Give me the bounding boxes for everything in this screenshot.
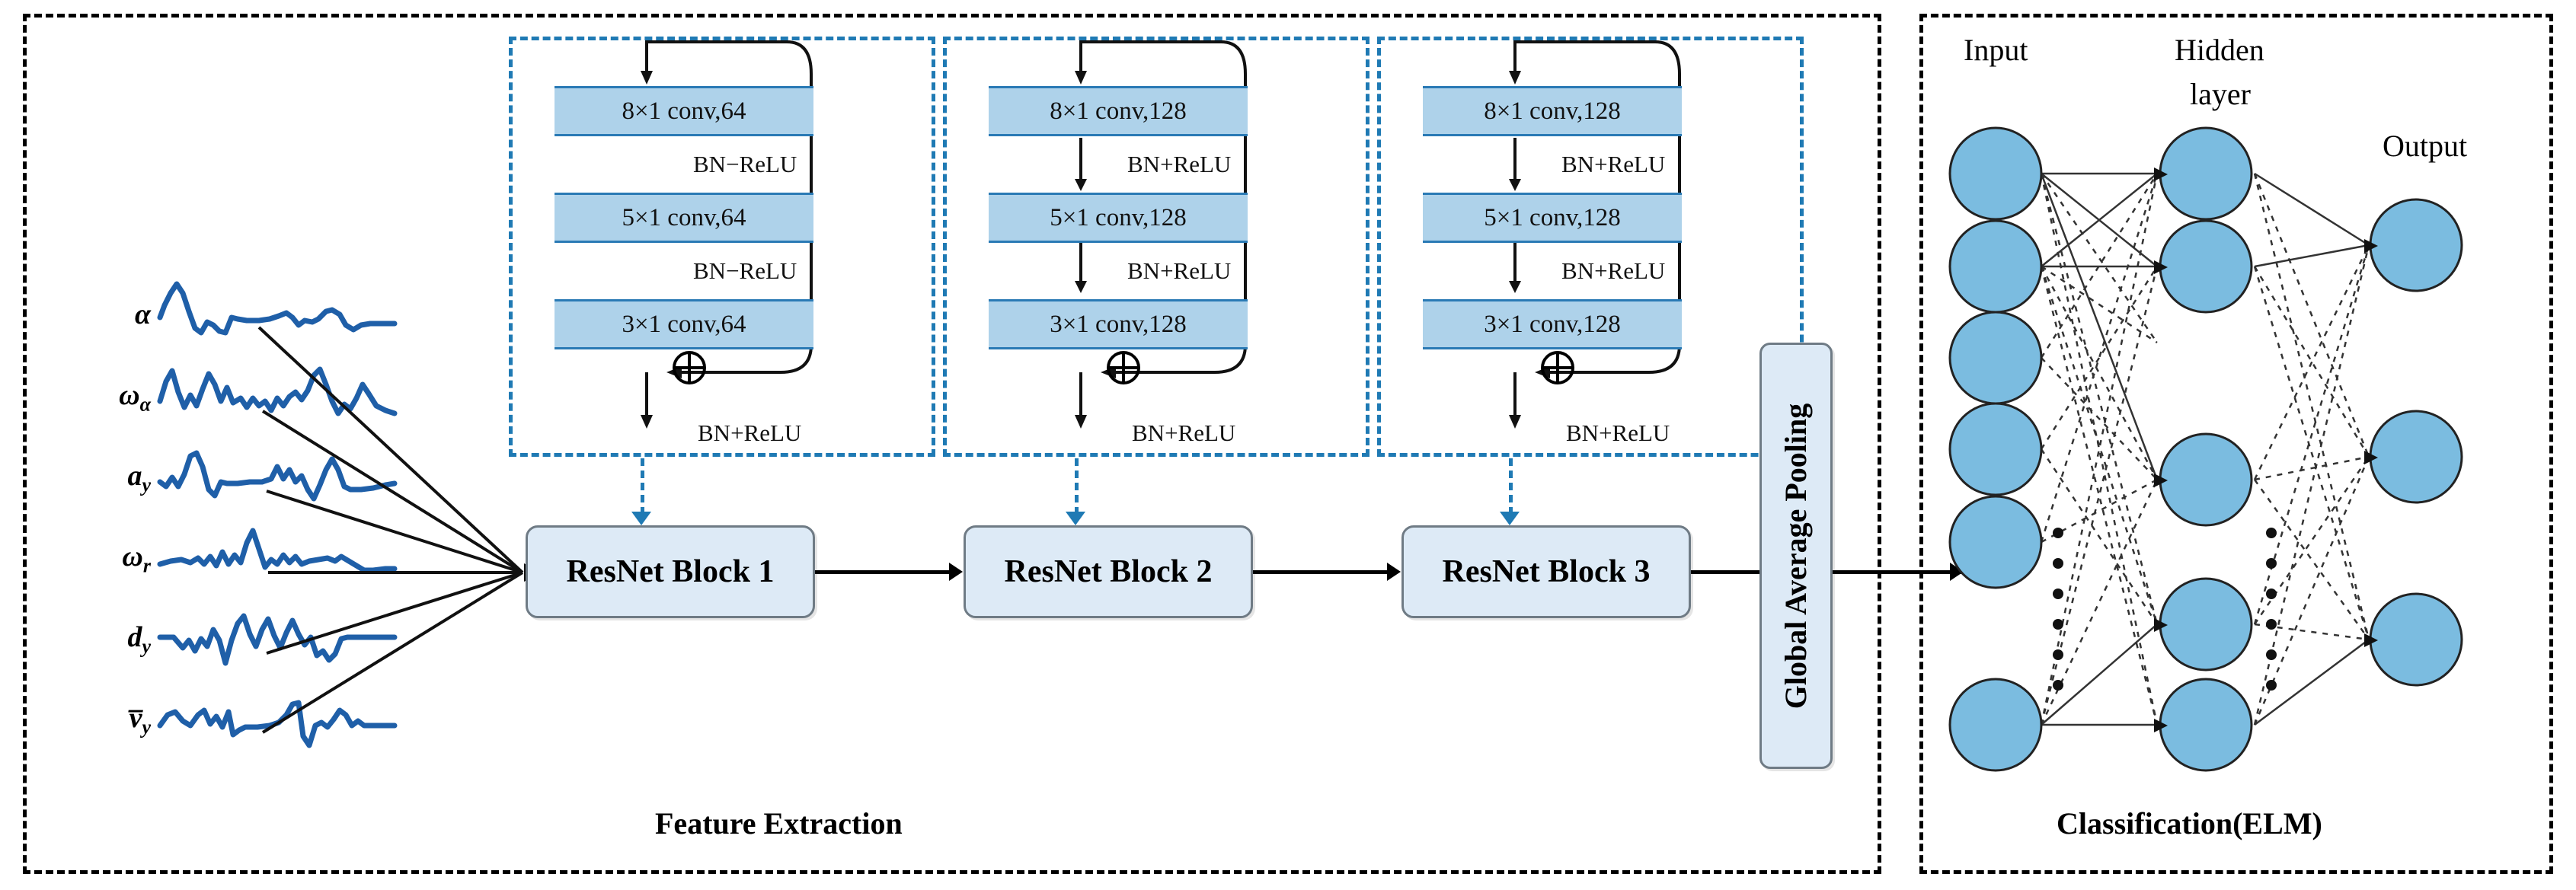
bn-label-2: BN+ReLU bbox=[1127, 257, 1232, 284]
elm-input-label: Input bbox=[1964, 33, 2028, 67]
signal-label-omega-alpha: ωα bbox=[91, 378, 151, 416]
waveform-alpha bbox=[157, 281, 398, 336]
signal-symbol: α bbox=[134, 298, 151, 330]
signal-row-v-bar-y: v̅y bbox=[91, 681, 419, 762]
waveform-omega-alpha bbox=[157, 366, 398, 416]
arrow-block1-to-block2 bbox=[815, 570, 951, 574]
feature-extraction-caption: Feature Extraction bbox=[655, 806, 903, 841]
conv-box-3x1: 3×1 conv,64 bbox=[555, 299, 813, 349]
resnet-detail-group: 8×1 conv,64 BN−ReLU 5×1 conv,64 BN−ReLU … bbox=[509, 37, 1804, 457]
elm-output-label: Output bbox=[2383, 129, 2468, 163]
classification-caption: Classification(ELM) bbox=[2057, 806, 2322, 841]
resnet-block-2-node[interactable]: ResNet Block 2 bbox=[964, 525, 1253, 618]
signal-subscript: r bbox=[142, 554, 151, 577]
conv-box-8x1: 8×1 conv,64 bbox=[555, 86, 813, 136]
global-average-pooling-box[interactable]: Global Average Pooling bbox=[1759, 343, 1833, 769]
signal-symbol: v̅ bbox=[129, 702, 142, 734]
resnet-block-1-detail: 8×1 conv,64 BN−ReLU 5×1 conv,64 BN−ReLU … bbox=[509, 37, 935, 457]
block2-conv-column: 8×1 conv,128 BN+ReLU 5×1 conv,128 BN+ReL… bbox=[989, 86, 1248, 464]
conv-box-3x1: 3×1 conv,128 bbox=[1423, 299, 1682, 349]
conv-box-5x1: 5×1 conv,128 bbox=[989, 193, 1248, 243]
plus-circle-icon bbox=[1107, 351, 1140, 384]
arrow-block3-to-pooling bbox=[1691, 570, 1761, 574]
bn-label-out: BN+ReLU bbox=[1132, 419, 1236, 446]
conv-box-3x1: 3×1 conv,128 bbox=[989, 299, 1248, 349]
detail-to-block1-connector bbox=[641, 458, 644, 515]
resnet-block-3-detail: 8×1 conv,128 BN+ReLU 5×1 conv,128 BN+ReL… bbox=[1377, 37, 1804, 457]
bn-label-out: BN+ReLU bbox=[1566, 419, 1670, 446]
residual-add-row bbox=[555, 349, 813, 403]
bn-label-out: BN+ReLU bbox=[698, 419, 802, 446]
classification-panel bbox=[1919, 14, 2553, 874]
detail-to-block1-arrow bbox=[631, 512, 651, 525]
signal-subscript: α bbox=[139, 393, 151, 416]
block3-conv-column: 8×1 conv,128 BN+ReLU 5×1 conv,128 BN+ReL… bbox=[1423, 86, 1682, 464]
detail-to-block2-arrow bbox=[1066, 512, 1085, 525]
signal-label-omega-r: ωr bbox=[91, 540, 151, 578]
signal-subscript: y bbox=[142, 635, 151, 658]
conv-box-8x1: 8×1 conv,128 bbox=[989, 86, 1248, 136]
conv-box-5x1: 5×1 conv,128 bbox=[1423, 193, 1682, 243]
conv-box-5x1: 5×1 conv,64 bbox=[555, 193, 813, 243]
waveform-d-y bbox=[157, 613, 398, 666]
signal-row-omega-alpha: ωα bbox=[91, 359, 419, 439]
bn-label-2: BN+ReLU bbox=[1561, 257, 1666, 284]
detail-to-block2-connector bbox=[1075, 458, 1079, 515]
arrowhead-elm bbox=[1950, 563, 1964, 581]
bn-label-1: BN−ReLU bbox=[693, 151, 797, 177]
bn-label-2: BN−ReLU bbox=[693, 257, 797, 284]
signal-row-alpha: α bbox=[91, 278, 419, 359]
waveform-a-y bbox=[157, 450, 398, 502]
signal-row-a-y: ay bbox=[91, 439, 419, 520]
signal-symbol: d bbox=[127, 621, 142, 653]
input-signals-group: α ωα ay ωr bbox=[91, 278, 419, 765]
bn-label-1: BN+ReLU bbox=[1127, 151, 1232, 177]
residual-add-row bbox=[1423, 349, 1682, 403]
arrow-block2-to-block3 bbox=[1253, 570, 1389, 574]
waveform-omega-r bbox=[157, 528, 398, 573]
detail-to-block3-connector bbox=[1509, 458, 1513, 515]
global-average-pooling-label: Global Average Pooling bbox=[1779, 403, 1814, 709]
bn-label-1: BN+ReLU bbox=[1561, 151, 1666, 177]
signal-symbol: ω bbox=[122, 541, 143, 573]
signal-subscript: y bbox=[142, 716, 151, 738]
signal-subscript: y bbox=[142, 474, 151, 496]
elm-hidden-label-line1: Hidden bbox=[2175, 33, 2264, 67]
block1-conv-column: 8×1 conv,64 BN−ReLU 5×1 conv,64 BN−ReLU … bbox=[555, 86, 813, 464]
signal-label-a-y: ay bbox=[91, 459, 151, 497]
elm-hidden-label-line2: layer bbox=[2190, 77, 2251, 111]
plus-circle-icon bbox=[1541, 351, 1574, 384]
signal-label-v-bar-y: v̅y bbox=[91, 701, 151, 739]
residual-add-row bbox=[989, 349, 1248, 403]
arrowhead-block3 bbox=[1387, 563, 1401, 581]
arrowhead-block2 bbox=[949, 563, 963, 581]
detail-to-block3-arrow bbox=[1500, 512, 1520, 525]
arrow-pooling-to-elm bbox=[1833, 570, 1977, 574]
signal-symbol: ω bbox=[119, 379, 140, 411]
feature-extraction-panel bbox=[23, 14, 1881, 874]
resnet-block-1-node[interactable]: ResNet Block 1 bbox=[526, 525, 815, 618]
signal-row-omega-r: ωr bbox=[91, 520, 419, 601]
signal-label-d-y: dy bbox=[91, 620, 151, 659]
plus-circle-icon bbox=[673, 351, 706, 384]
signal-symbol: a bbox=[127, 460, 142, 492]
conv-box-8x1: 8×1 conv,128 bbox=[1423, 86, 1682, 136]
resnet-block-3-node[interactable]: ResNet Block 3 bbox=[1401, 525, 1691, 618]
resnet-block-2-detail: 8×1 conv,128 BN+ReLU 5×1 conv,128 BN+ReL… bbox=[943, 37, 1369, 457]
waveform-v-bar-y bbox=[157, 700, 398, 748]
signal-label-alpha: α bbox=[91, 298, 151, 336]
signal-row-d-y: dy bbox=[91, 601, 419, 681]
